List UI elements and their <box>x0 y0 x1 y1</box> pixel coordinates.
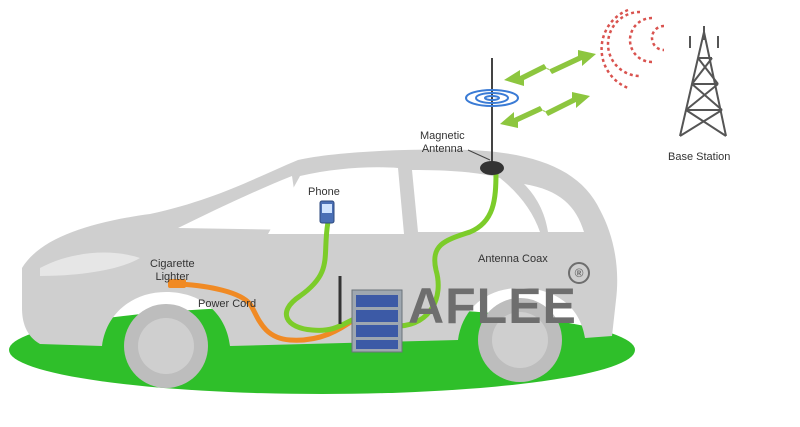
brand-watermark: AFLEE <box>408 278 577 334</box>
power-cord-label: Power Cord <box>198 298 257 310</box>
base-station-signal-waves <box>600 8 665 90</box>
base-station-tower-icon <box>679 26 727 137</box>
cigarette-lighter-label: Cigarette Lighter <box>150 258 195 283</box>
signal-booster-unit <box>338 276 403 353</box>
rear-quarter-window <box>524 184 584 232</box>
phone-label: Phone <box>308 186 340 198</box>
uplink-arrow <box>500 92 590 128</box>
headlight <box>40 252 140 276</box>
base-station-label: Base Station <box>668 151 731 163</box>
downlink-arrow <box>504 50 596 86</box>
antenna-coax-cable <box>397 169 499 329</box>
phone-icon <box>319 200 335 224</box>
front-wheel <box>124 304 208 388</box>
rear-window <box>412 170 540 232</box>
magnetic-antenna <box>467 58 504 175</box>
middle-window <box>268 167 404 234</box>
rear-wheel <box>478 298 562 382</box>
antenna-signal-rings <box>465 89 519 107</box>
power-cord-cable <box>177 281 359 343</box>
magnetic-antenna-label: Magnetic Antenna <box>420 130 465 155</box>
front-window <box>178 176 300 230</box>
registered-mark: ® <box>568 262 590 284</box>
cigarette-lighter-plug <box>168 279 186 288</box>
phone-cable <box>284 219 359 333</box>
antenna-coax-label: Antenna Coax <box>478 253 548 265</box>
